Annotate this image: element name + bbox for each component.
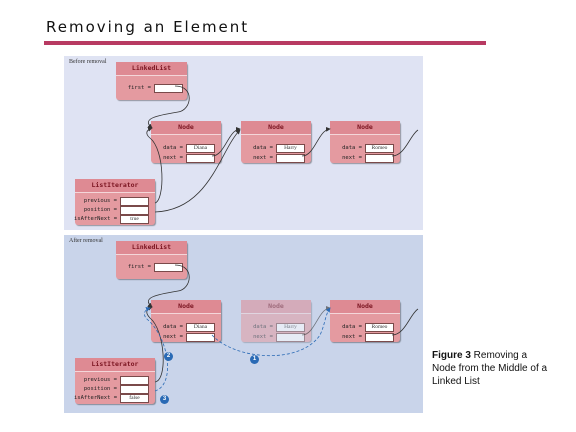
node-romeo: Node data =Romeo next = xyxy=(330,121,400,163)
listiterator-title: ListIterator xyxy=(75,179,155,192)
data-label: data = xyxy=(342,145,362,151)
is-after-next-value: false xyxy=(120,393,149,403)
previous-pointer xyxy=(120,375,149,385)
data-label: data = xyxy=(342,324,362,330)
node-title: Node xyxy=(241,300,311,313)
position-arrow xyxy=(154,129,241,213)
romeo-next-null xyxy=(391,129,419,157)
previous-pointer xyxy=(120,196,149,206)
title-underline xyxy=(44,41,486,45)
first-arrow xyxy=(147,85,190,129)
node-harry: Node data =Harry next = xyxy=(241,121,311,163)
node-romeo: Node data =Romeo next = xyxy=(330,300,400,342)
data-label: data = xyxy=(253,324,273,330)
is-after-next-label: isAfterNext = xyxy=(73,395,117,401)
figure-caption: Figure 3 Removing a Node from the Middle… xyxy=(432,349,552,388)
position-pointer xyxy=(120,384,149,394)
linkedlist-box: LinkedList first = xyxy=(116,241,187,279)
figure-number: Figure 3 xyxy=(432,350,471,361)
position-reset-arrow xyxy=(144,306,168,392)
next-pointer xyxy=(365,153,394,163)
next-pointer xyxy=(276,153,305,163)
previous-arrow-after xyxy=(146,305,164,383)
is-after-next-value: true xyxy=(120,214,149,224)
first-pointer xyxy=(154,83,183,93)
data-value: Diana xyxy=(186,143,215,153)
position-pointer xyxy=(120,205,149,215)
listiterator-box: ListIterator previous = position = isAft… xyxy=(73,179,155,225)
listiterator-box: ListIterator previous = position = isAft… xyxy=(73,358,155,404)
first-label: first = xyxy=(127,85,151,91)
next-label: next = xyxy=(342,334,362,340)
first-label: first = xyxy=(127,264,151,270)
data-value: Romeo xyxy=(365,143,394,153)
previous-label: previous = xyxy=(83,198,117,204)
node-diana: Node data =Diana next = xyxy=(151,121,221,163)
listiterator-title: ListIterator xyxy=(75,358,155,371)
before-removal-panel: Before removal LinkedList first = Node d… xyxy=(64,56,423,230)
data-value: Diana xyxy=(186,322,215,332)
next-label: next = xyxy=(342,155,362,161)
next-label: next = xyxy=(253,155,273,161)
data-value: Harry xyxy=(276,322,305,332)
next-pointer xyxy=(276,332,305,342)
linkedlist-title: LinkedList xyxy=(116,241,187,254)
next-label: next = xyxy=(163,334,183,340)
is-after-next-label: isAfterNext = xyxy=(73,216,117,222)
next-pointer xyxy=(186,332,215,342)
node-harry-removed: Node data =Harry next = xyxy=(241,300,311,342)
first-arrow-after xyxy=(147,264,190,308)
previous-label: previous = xyxy=(83,377,117,383)
position-label: position = xyxy=(83,207,117,213)
next-label: next = xyxy=(253,334,273,340)
harry-next-arrow xyxy=(301,126,331,157)
next-label: next = xyxy=(163,155,183,161)
slide-title: Removing an Element xyxy=(46,18,250,36)
node-title: Node xyxy=(151,300,221,313)
node-title: Node xyxy=(241,121,311,134)
harry-next-arrow-after xyxy=(301,305,331,336)
data-label: data = xyxy=(253,145,273,151)
data-value: Harry xyxy=(276,143,305,153)
after-removal-panel: After removal LinkedList first = Node da… xyxy=(64,235,423,413)
diana-next-arrow xyxy=(211,126,241,157)
panel-label: Before removal xyxy=(69,59,107,65)
panel-label: After removal xyxy=(69,238,103,244)
linkedlist-box: LinkedList first = xyxy=(116,62,187,100)
romeo-next-null-after xyxy=(391,308,419,336)
node-diana: Node data =Diana next = xyxy=(151,300,221,342)
node-title: Node xyxy=(151,121,221,134)
linkedlist-title: LinkedList xyxy=(116,62,187,75)
node-title: Node xyxy=(330,300,400,313)
step-badge-1: 1 xyxy=(250,355,259,364)
position-label: position = xyxy=(83,386,117,392)
step-badge-2: 2 xyxy=(164,352,173,361)
data-value: Romeo xyxy=(365,322,394,332)
data-label: data = xyxy=(163,145,183,151)
diana-next-bypass-arrow xyxy=(211,307,331,357)
step-badge-3: 3 xyxy=(160,395,169,404)
previous-arrow xyxy=(146,126,163,204)
node-title: Node xyxy=(330,121,400,134)
next-pointer xyxy=(365,332,394,342)
data-label: data = xyxy=(163,324,183,330)
figure-caption-text: Removing a Node from the Middle of a Lin… xyxy=(432,350,548,387)
first-pointer xyxy=(154,262,183,272)
next-pointer xyxy=(186,153,215,163)
